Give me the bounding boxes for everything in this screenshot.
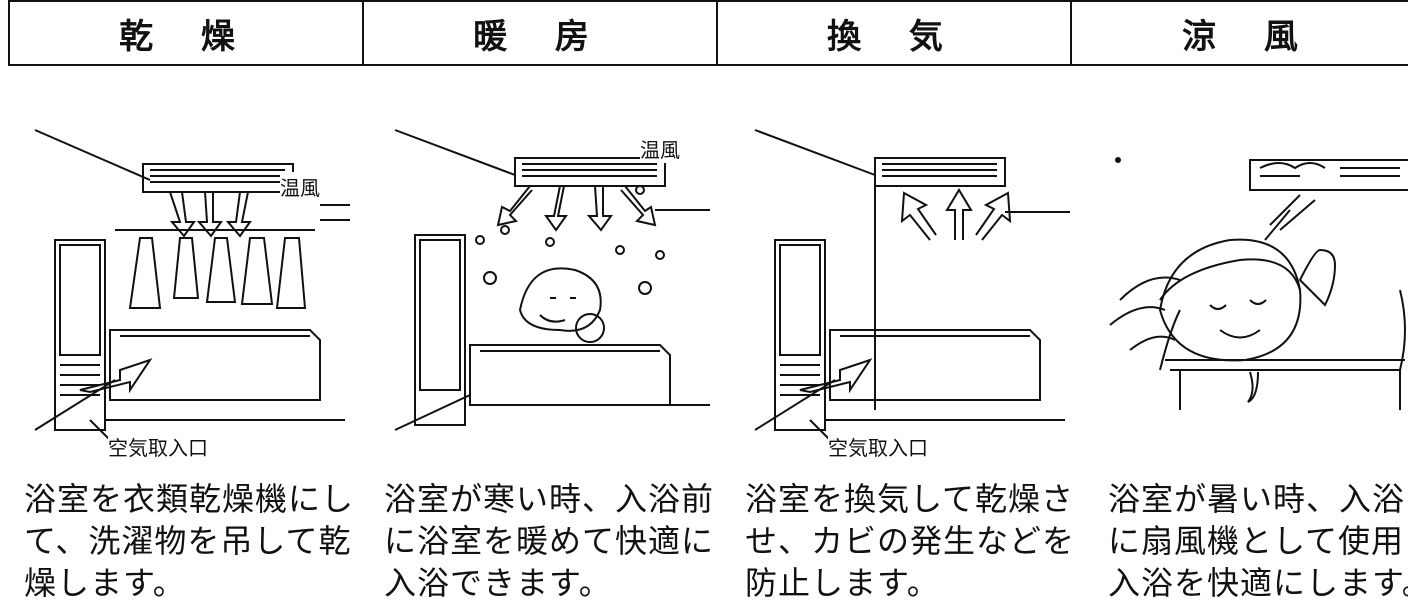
description-line: に扇風機として使用し	[1108, 522, 1408, 560]
illustration-ventilation: 空気取入口	[750, 120, 1070, 461]
mode-title-cool-breeze: 涼 風	[1182, 16, 1316, 57]
description-line: 浴室を衣類乾燥機にし	[24, 480, 355, 518]
description-drying: 浴室を衣類乾燥機にし て、洗濯物を吊して乾 燥します。	[24, 478, 354, 604]
description-line: て、洗濯物を吊して乾	[24, 522, 352, 560]
warm-air-label: 温風	[640, 134, 680, 163]
description-line: 浴室が寒い時、入浴前	[384, 480, 715, 518]
illustration-cool-breeze	[1100, 120, 1408, 460]
description-ventilation: 浴室を換気して乾燥さ せ、カビの発生などを 防止します。	[745, 478, 1075, 604]
illustration-heating: 温風	[390, 120, 710, 460]
mode-header-row: 乾 燥 暖 房 換 気 涼 風	[8, 0, 1408, 66]
description-line: せ、カビの発生などを	[745, 522, 1076, 560]
mode-title-drying: 乾 燥	[10, 2, 364, 64]
air-intake-label: 空気取入口	[828, 432, 928, 461]
description-line: 浴室を換気して乾燥さ	[745, 480, 1075, 518]
mode-title-heating: 暖 房	[364, 2, 718, 64]
illustration-drying: 温風 空気取入口	[30, 120, 350, 461]
description-cool-breeze: 浴室が暑い時、入浴中 に扇風機として使用し 入浴を快適にします。	[1108, 478, 1408, 604]
description-heating: 浴室が寒い時、入浴前 に浴室を暖めて快適に 入浴できます。	[384, 478, 714, 604]
air-intake-label: 空気取入口	[108, 432, 208, 461]
description-line: 入浴を快適にします。	[1108, 564, 1408, 602]
description-line: 燥します。	[24, 564, 186, 602]
warm-air-label: 温風	[280, 172, 320, 201]
description-line: 浴室が暑い時、入浴中	[1108, 480, 1408, 518]
description-line: に浴室を暖めて快適に	[384, 522, 715, 560]
mode-title-ventilation: 換 気	[718, 2, 1072, 64]
description-line: 入浴できます。	[384, 564, 612, 602]
description-line: 防止します。	[745, 564, 940, 602]
